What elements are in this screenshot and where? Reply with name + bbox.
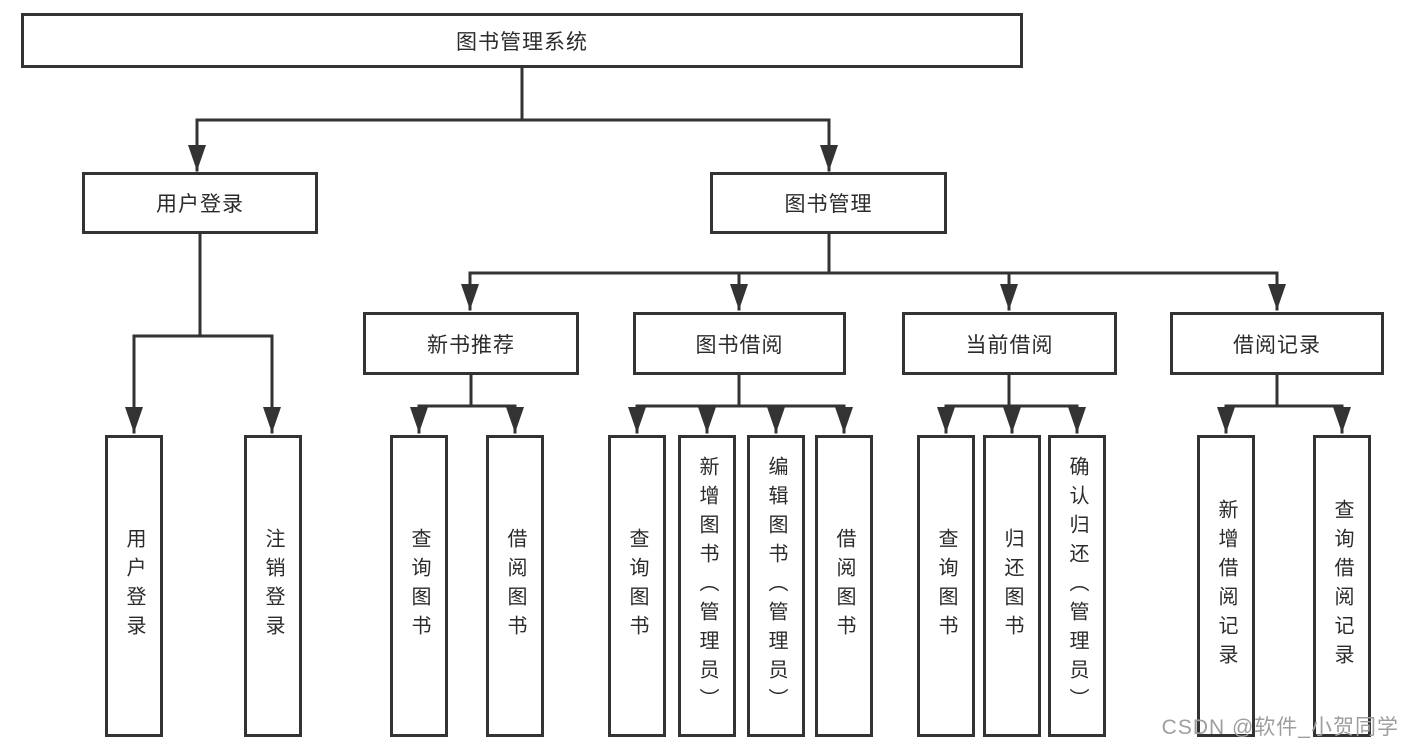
leaf-add-borrow-record: 新增借阅记录 bbox=[1197, 435, 1255, 737]
node-label: 用户登录 bbox=[123, 528, 145, 644]
node-label: 图书管理系统 bbox=[456, 30, 588, 54]
node-label: 查询图书 bbox=[626, 528, 648, 644]
node-user-login: 用户登录 bbox=[82, 172, 318, 234]
node-label: 图书借阅 bbox=[695, 333, 784, 357]
node-library-management-system: 图书管理系统 bbox=[21, 13, 1023, 68]
node-current-borrowing: 当前借阅 bbox=[902, 312, 1117, 375]
node-book-borrowing: 图书借阅 bbox=[633, 312, 846, 375]
node-label: 用户登录 bbox=[156, 193, 244, 216]
leaf-user-login: 用户登录 bbox=[105, 435, 163, 737]
node-borrowing-records: 借阅记录 bbox=[1170, 312, 1384, 375]
leaf-confirm-return-admin: 确认归还（管理员） bbox=[1048, 435, 1106, 737]
node-label: 当前借阅 bbox=[965, 333, 1054, 357]
node-label: 新增图书（管理员） bbox=[696, 455, 718, 717]
node-new-book-recommendation: 新书推荐 bbox=[363, 312, 579, 375]
node-label: 确认归还（管理员） bbox=[1066, 455, 1088, 717]
leaf-query-books-recommend: 查询图书 bbox=[390, 435, 448, 737]
node-label: 注销登录 bbox=[262, 528, 284, 644]
leaf-query-books-borrow: 查询图书 bbox=[608, 435, 666, 737]
node-label: 新增借阅记录 bbox=[1215, 499, 1237, 673]
node-label: 借阅记录 bbox=[1233, 333, 1321, 357]
leaf-query-books-current: 查询图书 bbox=[917, 435, 975, 737]
leaf-query-borrow-record: 查询借阅记录 bbox=[1313, 435, 1371, 737]
node-label: 借阅图书 bbox=[504, 528, 526, 644]
leaf-edit-books-admin: 编辑图书（管理员） bbox=[747, 435, 805, 737]
leaf-borrow-books-recommend: 借阅图书 bbox=[486, 435, 544, 737]
node-book-management: 图书管理 bbox=[710, 172, 947, 234]
node-label: 归还图书 bbox=[1001, 528, 1023, 644]
node-label: 查询图书 bbox=[935, 528, 957, 644]
csdn-watermark: CSDN @软件_小贺同学 bbox=[1161, 716, 1399, 739]
node-label: 新书推荐 bbox=[427, 333, 515, 357]
leaf-borrow-books: 借阅图书 bbox=[815, 435, 873, 737]
node-label: 查询图书 bbox=[408, 528, 430, 644]
node-label: 查询借阅记录 bbox=[1331, 499, 1353, 673]
node-label: 借阅图书 bbox=[833, 528, 855, 644]
node-label: 编辑图书（管理员） bbox=[765, 455, 787, 717]
node-label: 图书管理 bbox=[784, 193, 873, 216]
leaf-logout: 注销登录 bbox=[244, 435, 302, 737]
leaf-return-books: 归还图书 bbox=[983, 435, 1041, 737]
leaf-add-books-admin: 新增图书（管理员） bbox=[678, 435, 736, 737]
